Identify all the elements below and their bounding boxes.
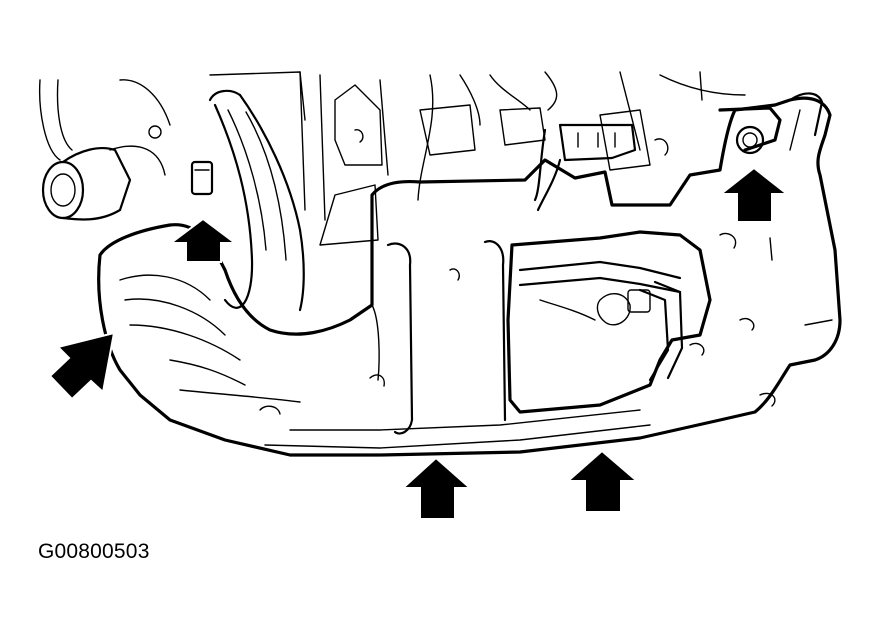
arrow-icon-top-right: [718, 166, 790, 223]
right-flange: [718, 92, 824, 155]
figure-id-label: G00800503: [38, 540, 150, 563]
heat-insulator: [97, 96, 842, 457]
arrow-icon-top-left: [168, 217, 238, 263]
engine-background: [38, 71, 746, 246]
arrow-icon-left: [48, 331, 116, 401]
connector-bracket: [518, 123, 684, 382]
left-boss: [41, 125, 166, 221]
arrow-icon-bottom-center: [400, 456, 473, 520]
exhaust-pipe-upper: [190, 89, 305, 312]
arrow-icon-bottom-right: [565, 449, 640, 513]
